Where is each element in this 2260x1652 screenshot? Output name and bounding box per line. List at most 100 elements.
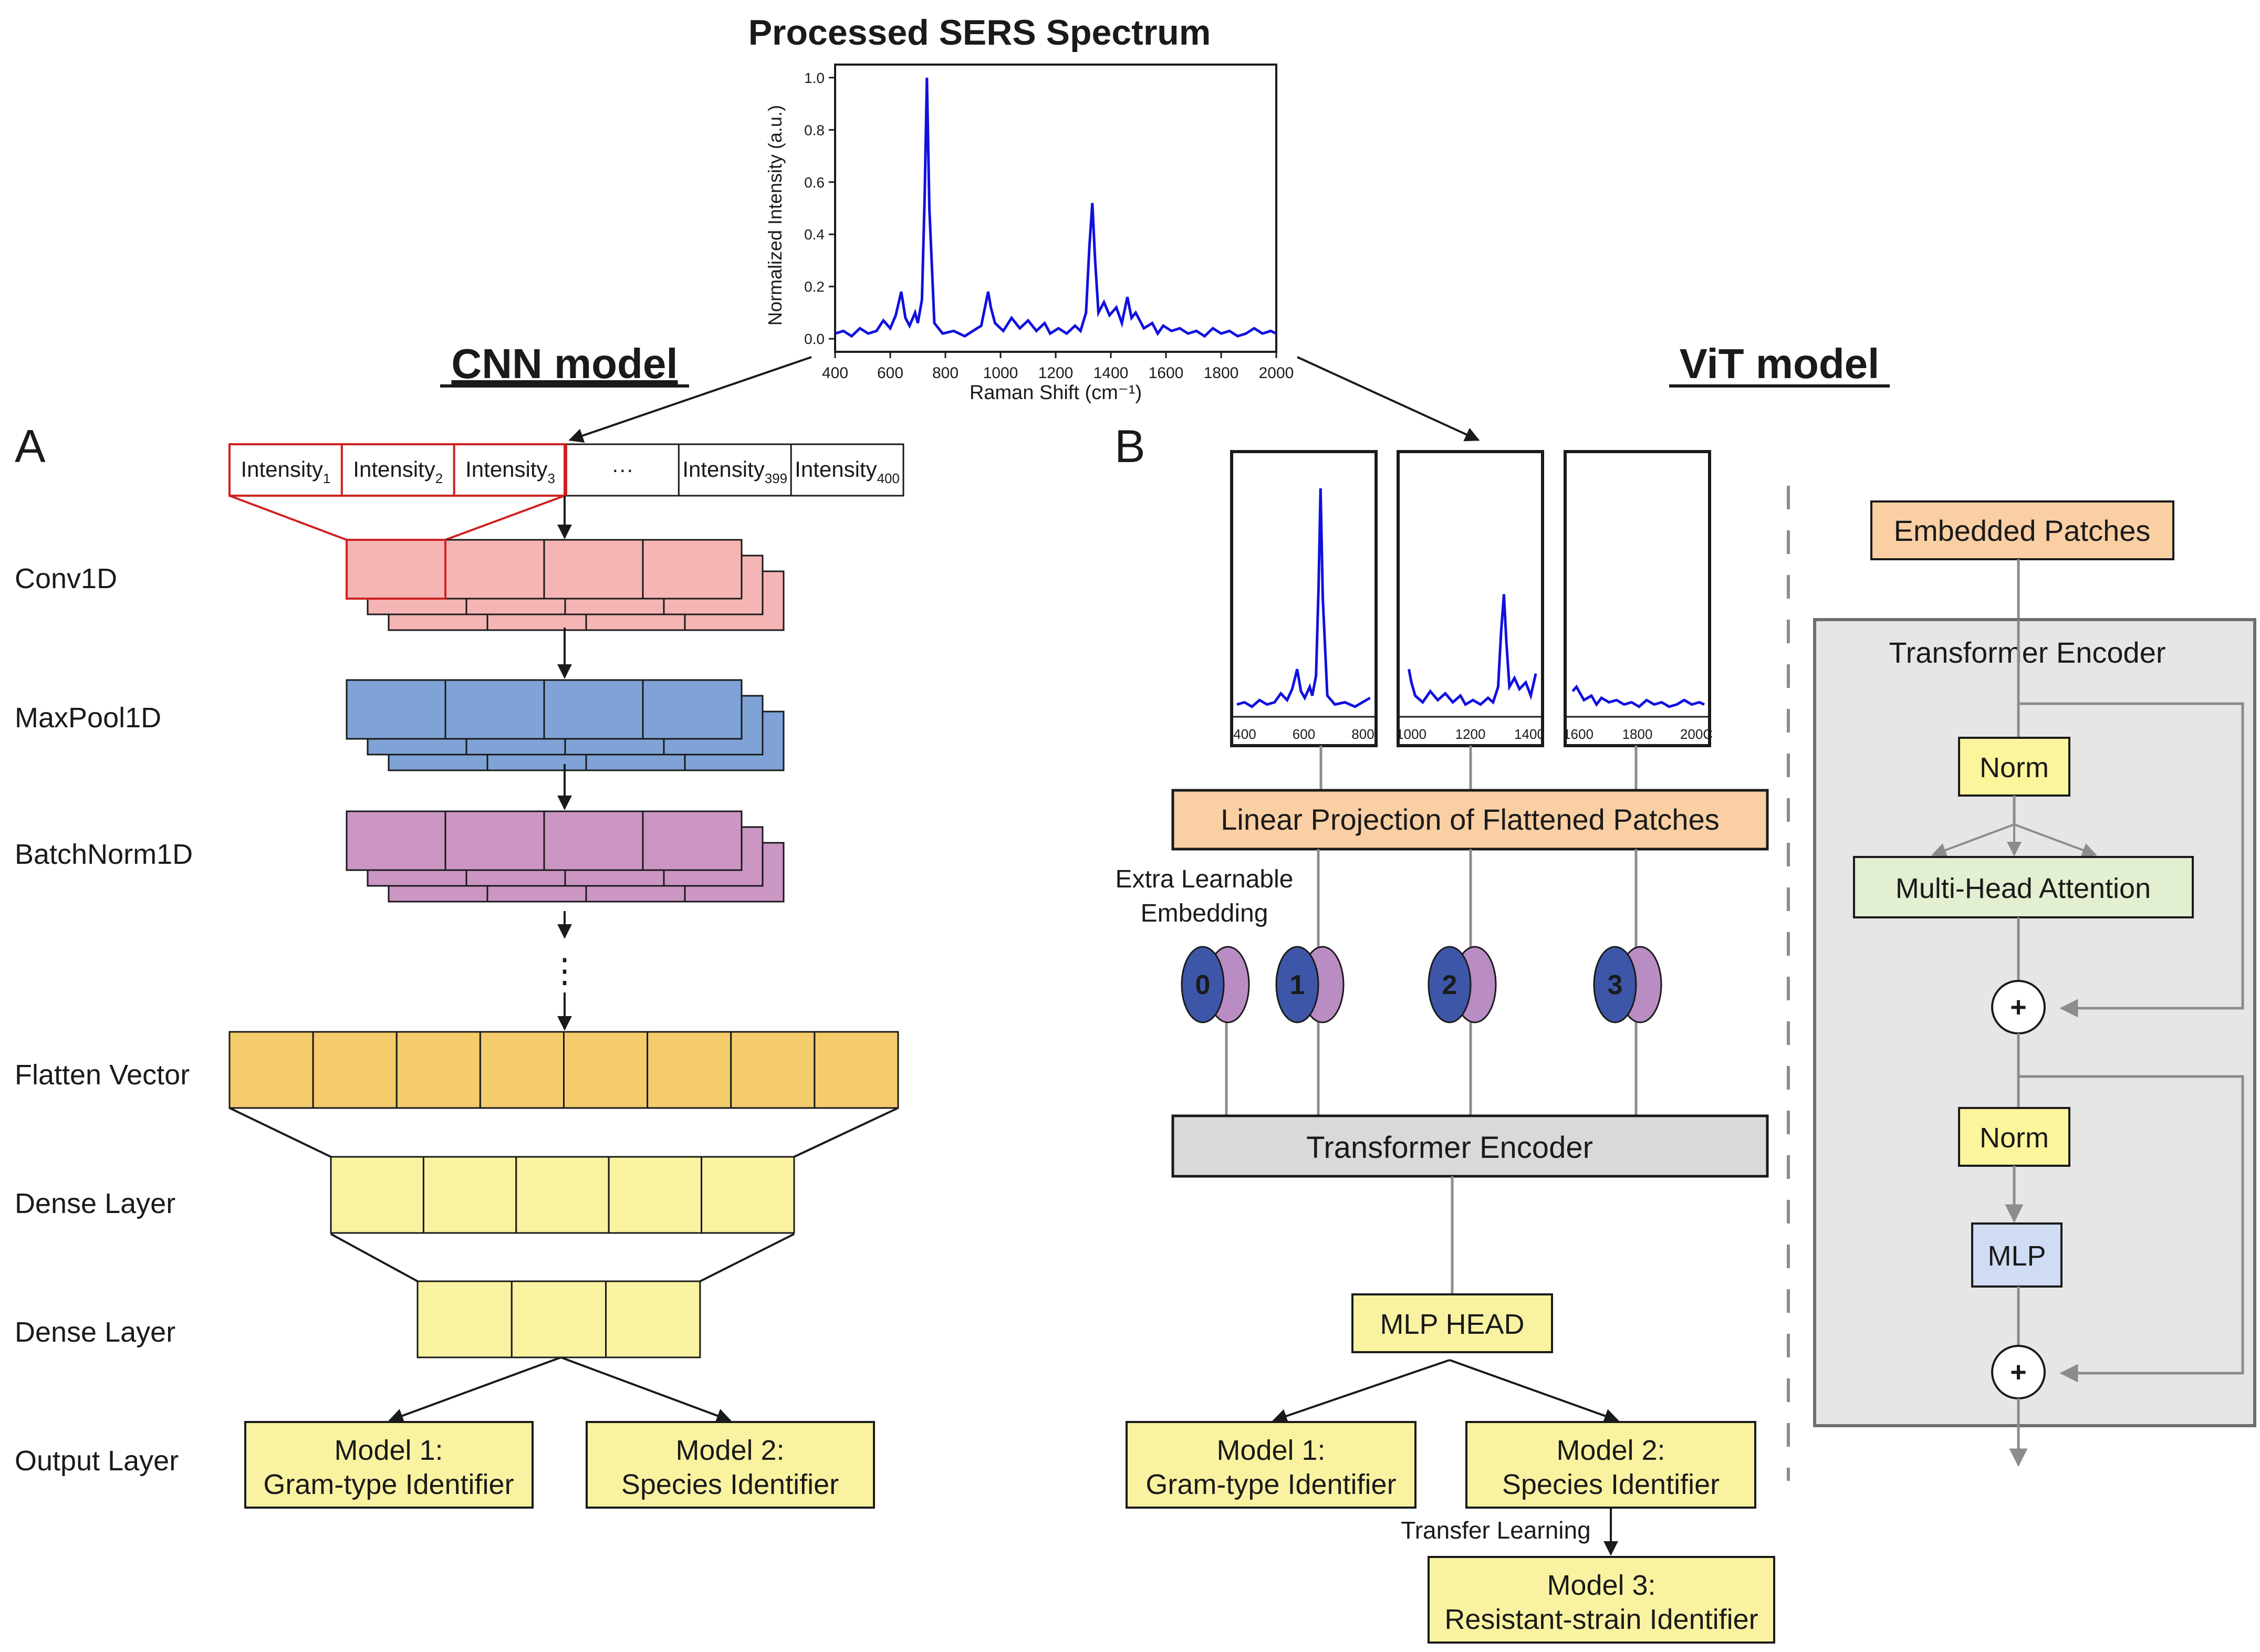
patch-tick-label: 800	[1351, 726, 1374, 742]
spectrum-x-tick-label: 400	[822, 364, 848, 382]
patch-tick-label: 400	[1233, 726, 1256, 742]
spectrum-y-tick-label: 0.4	[804, 226, 825, 243]
attention-input-left	[1931, 823, 2015, 858]
vector-cell	[515, 1156, 610, 1234]
funnel-flatten-dense-left	[229, 1107, 331, 1158]
panel-label-a: A	[15, 420, 46, 472]
spectrum-x-tick-label: 1400	[1093, 364, 1129, 382]
spectrum-y-tick-label: 0.2	[804, 279, 825, 295]
patch-tick-label: 1600	[1563, 726, 1594, 742]
intensity-cell: Intensity400	[795, 457, 900, 486]
token-label: 3	[1608, 970, 1623, 1000]
spectrum-y-tick-label: 0.0	[804, 331, 825, 347]
vector-cell	[730, 1031, 816, 1109]
patch-line	[1408, 594, 1537, 707]
feature-cell	[346, 679, 446, 740]
intensity-cell: Intensity2	[353, 457, 443, 486]
patch-tick-label: 1800	[1622, 726, 1653, 742]
spectrum-x-tick-label: 1600	[1149, 364, 1184, 382]
input-window-funnel-right	[445, 495, 565, 541]
add-node-1-label: +	[2010, 991, 2027, 1023]
spectrum-x-tick-label: 1000	[983, 364, 1018, 382]
figure-title: Processed SERS Spectrum	[748, 13, 1211, 53]
token-label: 2	[1442, 970, 1457, 1000]
token-position	[1428, 946, 1472, 1023]
arrow-mlphead-model1	[1272, 1359, 1450, 1424]
vit-model1-line1: Model 1:	[1216, 1435, 1325, 1466]
arrow-to-cnn	[568, 356, 812, 443]
vector-cell	[647, 1031, 732, 1109]
intensity-cell: Intensity399	[682, 457, 787, 486]
vit-model3-box: Model 3: Resistant-strain Identifier	[1428, 1556, 1775, 1644]
cnn-model1-box: Model 1: Gram-type Identifier	[244, 1421, 534, 1509]
add-node-2-label: +	[2010, 1356, 2027, 1388]
vit-model3-line1: Model 3:	[1547, 1570, 1655, 1601]
add-node-2: +	[1991, 1345, 2046, 1399]
vector-cell	[228, 1031, 314, 1109]
input-window-funnel-left	[229, 495, 347, 541]
vector-cell	[422, 1156, 517, 1234]
embedded-patches-box: Embedded Patches	[1870, 500, 2174, 560]
vector-cell	[511, 1280, 607, 1358]
vit-model2-line2: Species Identifier	[1502, 1469, 1720, 1500]
arrow-dense-model2	[560, 1356, 732, 1423]
spectrum-x-label: Raman Shift (cm⁻¹)	[970, 382, 1142, 404]
vector-cell	[312, 1031, 398, 1109]
feature-cell	[444, 539, 545, 600]
vector-cell	[479, 1031, 565, 1109]
spectrum-y-tick-label: 1.0	[804, 70, 825, 86]
patch-tick-label: 1400	[1514, 726, 1545, 742]
patch-tick-label: 200C	[1680, 726, 1713, 742]
arrow-to-vit	[1297, 356, 1480, 442]
token-label: 0	[1195, 970, 1211, 1000]
arrow-dense-model1	[388, 1356, 561, 1423]
vector-cell	[605, 1280, 701, 1358]
layer-label-batchnorm1d: BatchNorm1D	[15, 839, 193, 870]
vit-model1-line2: Gram-type Identifier	[1145, 1469, 1396, 1500]
layer-label-maxpool1d: MaxPool1D	[15, 702, 161, 734]
spectrum-x-tick-label: 600	[877, 364, 903, 382]
transfer-learning-label: Transfer Learning	[1401, 1517, 1590, 1544]
layer-label-output: Output Layer	[15, 1445, 179, 1477]
feature-cell	[346, 539, 446, 600]
embedded-patches-label: Embedded Patches	[1894, 514, 2151, 547]
vit-transformer-encoder-label: Transformer Encoder	[1306, 1131, 1593, 1165]
layer-label-dense-1: Dense Layer	[15, 1188, 175, 1219]
multi-head-attention-label: Multi-Head Attention	[1896, 873, 2151, 904]
patch-tick-label: 1000	[1396, 726, 1426, 742]
intensity-cell: Intensity3	[465, 457, 555, 486]
cnn-ellipsis: ⋮	[548, 952, 581, 989]
maxpool1d-block	[346, 679, 785, 771]
spectrum-y-tick-label: 0.8	[804, 122, 825, 138]
spectrum-patch-2	[1397, 450, 1544, 747]
flatten-vector	[228, 1031, 899, 1109]
residual-connection-2	[2018, 1075, 2244, 1383]
mlp-head-label: MLP HEAD	[1380, 1309, 1524, 1340]
vit-model2-line1: Model 2:	[1556, 1435, 1665, 1466]
patch-line	[1236, 488, 1371, 708]
embedding-tokens: 0 1 2 3	[1181, 946, 1662, 1023]
intensity-cell: Intensity1	[241, 457, 330, 486]
feature-cell	[444, 679, 545, 740]
funnel-dense-dense-left	[330, 1233, 418, 1282]
spectrum-x-tick-label: 2000	[1259, 364, 1294, 382]
cnn-model2-line2: Species Identifier	[621, 1469, 839, 1500]
feature-cell	[642, 810, 743, 871]
vector-cell	[395, 1031, 481, 1109]
patch-tick-label: 1200	[1455, 726, 1486, 742]
spectrum-y-ticks: 0.00.20.40.60.81.0	[804, 70, 835, 347]
vector-cell	[608, 1156, 703, 1234]
mlp-head-box: MLP HEAD	[1351, 1293, 1553, 1353]
cnn-model1-line2: Gram-type Identifier	[263, 1469, 514, 1500]
token-label: 1	[1290, 970, 1305, 1000]
feature-cell	[543, 679, 644, 740]
extra-embedding-line1: Extra Learnable	[1116, 865, 1294, 893]
vit-model2-box: Model 2: Species Identifier	[1465, 1421, 1756, 1509]
vit-model1-box: Model 1: Gram-type Identifier	[1126, 1421, 1417, 1509]
spectrum-frame	[834, 64, 1277, 353]
vector-cell	[563, 1031, 649, 1109]
